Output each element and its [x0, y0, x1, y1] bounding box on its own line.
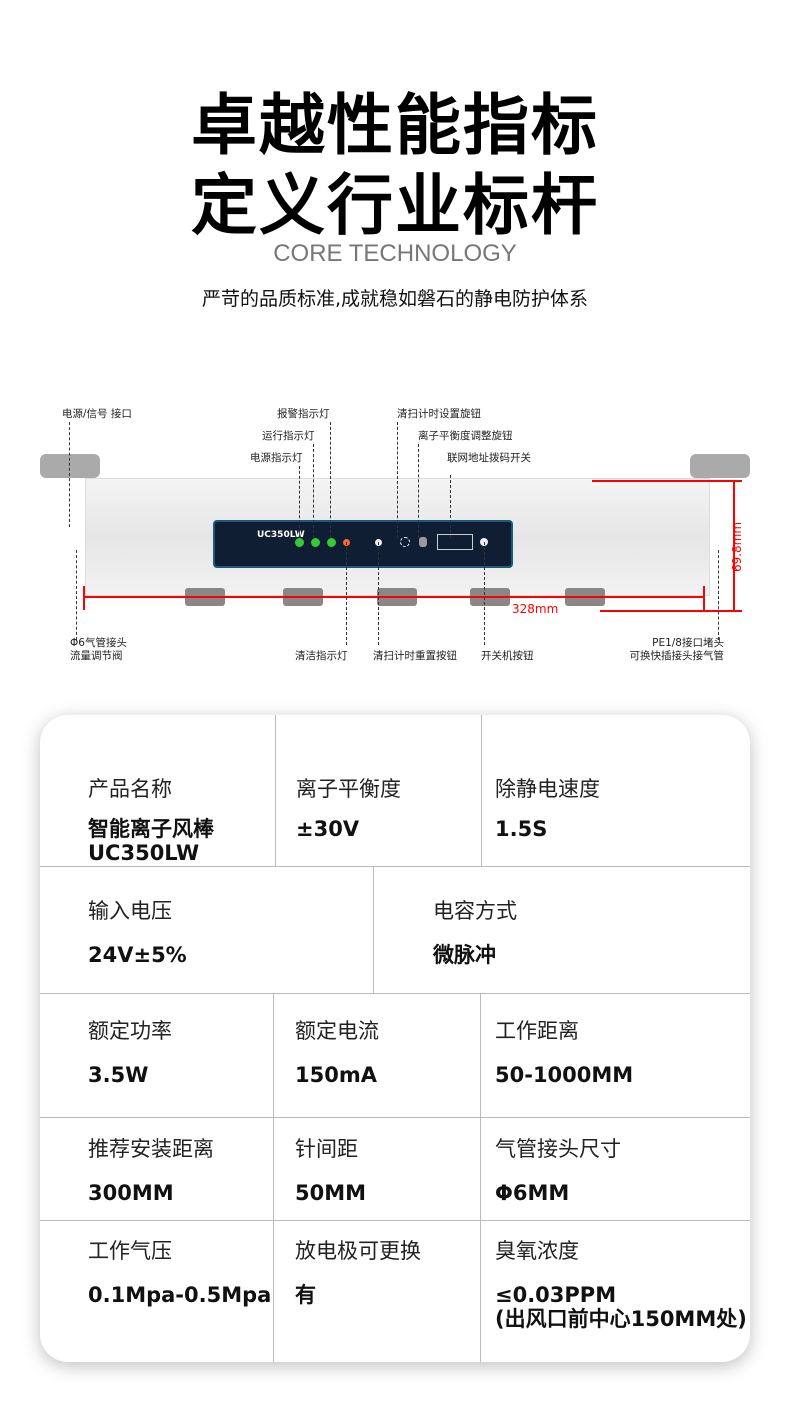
spec-value: 150mA: [295, 1063, 377, 1087]
spec-value: Φ6MM: [495, 1181, 570, 1205]
spec-value: ±30V: [296, 817, 360, 841]
label-ion-balance-knob: 离子平衡度调整旋钮: [418, 430, 513, 442]
label-run: 运行指示灯: [262, 430, 315, 442]
spec-value: 有: [295, 1283, 316, 1307]
spec-value: 24V±5%: [88, 943, 187, 967]
spec-key: 气管接头尺寸: [495, 1137, 621, 1161]
spec-value: 1.5S: [495, 817, 548, 841]
spec-value: 0.1Mpa-0.5Mpa: [88, 1283, 272, 1307]
length-dimension: 328mm: [512, 602, 559, 616]
spec-cell: 工作气压 0.1Mpa-0.5Mpa: [40, 1235, 271, 1307]
spec-value: 50-1000MM: [495, 1063, 634, 1087]
length-line: [83, 596, 703, 598]
spec-cell: 针间距 50MM: [247, 1133, 366, 1205]
specs-table: 产品名称智能离子风棒 UC350LW 离子平衡度 ±30V 除静电速度 1.5S 输…: [40, 715, 750, 1362]
spec-key: 臭氧浓度: [495, 1239, 579, 1263]
spec-key: 电容方式: [433, 899, 517, 923]
label-pe-plug: PE1/8接口堵头 可换快插接头接气管: [629, 637, 725, 662]
spec-value: 300MM: [88, 1181, 174, 1205]
label-clean-led: 清洁指示灯: [295, 650, 348, 662]
leader-line: [69, 422, 70, 527]
spec-cell: 放电极可更换有: [247, 1235, 421, 1307]
spec-value: 50MM: [295, 1181, 367, 1205]
leader-line: [378, 542, 379, 645]
alarm-led: [327, 538, 336, 547]
leader-line: [313, 444, 314, 538]
subtitle: 严苛的品质标准,成就稳如磐石的静电防护体系: [201, 288, 589, 310]
label-alarm: 报警指示灯: [277, 408, 330, 420]
product-diagram: UC350LW 328mm 69.8mm 电源/信号 接口 报警指示灯 运行指示…: [0, 400, 790, 670]
dip-switch: [437, 534, 473, 550]
spec-key: 放电极可更换: [295, 1239, 421, 1263]
balance-knob: [419, 537, 427, 547]
title-line-2: 定义行业标杆: [191, 167, 599, 244]
label-address-switch: 联网地址拨码开关: [447, 452, 531, 464]
height-line-bottom: [600, 610, 742, 612]
spec-cell: 电容方式微脉冲: [385, 895, 517, 967]
left-bracket: [40, 454, 100, 478]
spec-cell: 离子平衡度 ±30V: [248, 773, 401, 841]
length-tick: [703, 586, 705, 610]
label-power-button: 开关机按钮: [481, 650, 534, 662]
spec-key: 产品名称: [88, 777, 172, 801]
spec-cell: 工作距离 50-1000MM: [447, 1015, 633, 1087]
label-power-signal: 电源/信号 接口: [62, 408, 132, 420]
leader-line: [299, 466, 300, 538]
spec-value: ≤0.03PPM (出风口前中心150MM处): [495, 1283, 747, 1331]
leader-line: [718, 550, 719, 640]
spec-cell: 除静电速度 1.5S: [447, 773, 600, 841]
spec-key: 针间距: [295, 1137, 358, 1161]
spec-cell: 臭氧浓度 ≤0.03PPM (出风口前中心150MM处): [447, 1235, 747, 1331]
length-tick: [83, 586, 85, 610]
spec-key: 额定功率: [88, 1019, 172, 1043]
height-dimension: 69.8mm: [730, 521, 745, 573]
spec-value: 微脉冲: [433, 943, 496, 967]
spec-cell: 气管接头尺寸 Φ6MM: [447, 1133, 621, 1205]
label-power-led: 电源指示灯: [250, 452, 303, 464]
spec-cell: 输入电压 24V±5%: [40, 895, 187, 967]
leader-line: [418, 444, 419, 538]
core-technology: CORE TECHNOLOGY: [273, 240, 517, 267]
leader-line: [450, 475, 451, 538]
height-line: [733, 480, 735, 612]
spec-value: 智能离子风棒 UC350LW: [88, 817, 214, 865]
leader-line: [397, 422, 398, 538]
spec-cell: 产品名称智能离子风棒 UC350LW: [40, 773, 214, 865]
spec-key: 额定电流: [295, 1019, 379, 1043]
spec-key: 工作距离: [495, 1019, 579, 1043]
spec-key: 离子平衡度: [296, 777, 401, 801]
spec-cell: 额定功率 3.5W: [40, 1015, 172, 1087]
title-line-1: 卓越性能指标: [191, 87, 599, 164]
spec-cell: 额定电流 150mA: [247, 1015, 379, 1087]
leader-line: [346, 542, 347, 645]
spec-cell: 推荐安装距离 300MM: [40, 1133, 214, 1205]
spec-value: 3.5W: [88, 1063, 149, 1087]
spec-key: 工作气压: [88, 1239, 172, 1263]
spec-key: 推荐安装距离: [88, 1137, 214, 1161]
model-label: UC350LW: [257, 530, 305, 540]
label-timer-reset: 清扫计时重置按钮: [373, 650, 457, 662]
spec-key: 输入电压: [88, 899, 172, 923]
height-line-top: [592, 480, 742, 482]
leader-line: [76, 550, 77, 640]
right-bracket: [690, 454, 750, 478]
run-led: [311, 538, 320, 547]
label-tube-connector: Φ6气管接头 流量调节阀: [70, 637, 127, 662]
leader-line: [484, 542, 485, 645]
control-panel: UC350LW: [213, 520, 513, 568]
power-led: [295, 538, 304, 547]
timer-knob: [400, 537, 410, 547]
label-clean-timer-knob: 清扫计时设置旋钮: [397, 408, 481, 420]
leader-line: [330, 422, 331, 538]
spec-key: 除静电速度: [495, 777, 600, 801]
